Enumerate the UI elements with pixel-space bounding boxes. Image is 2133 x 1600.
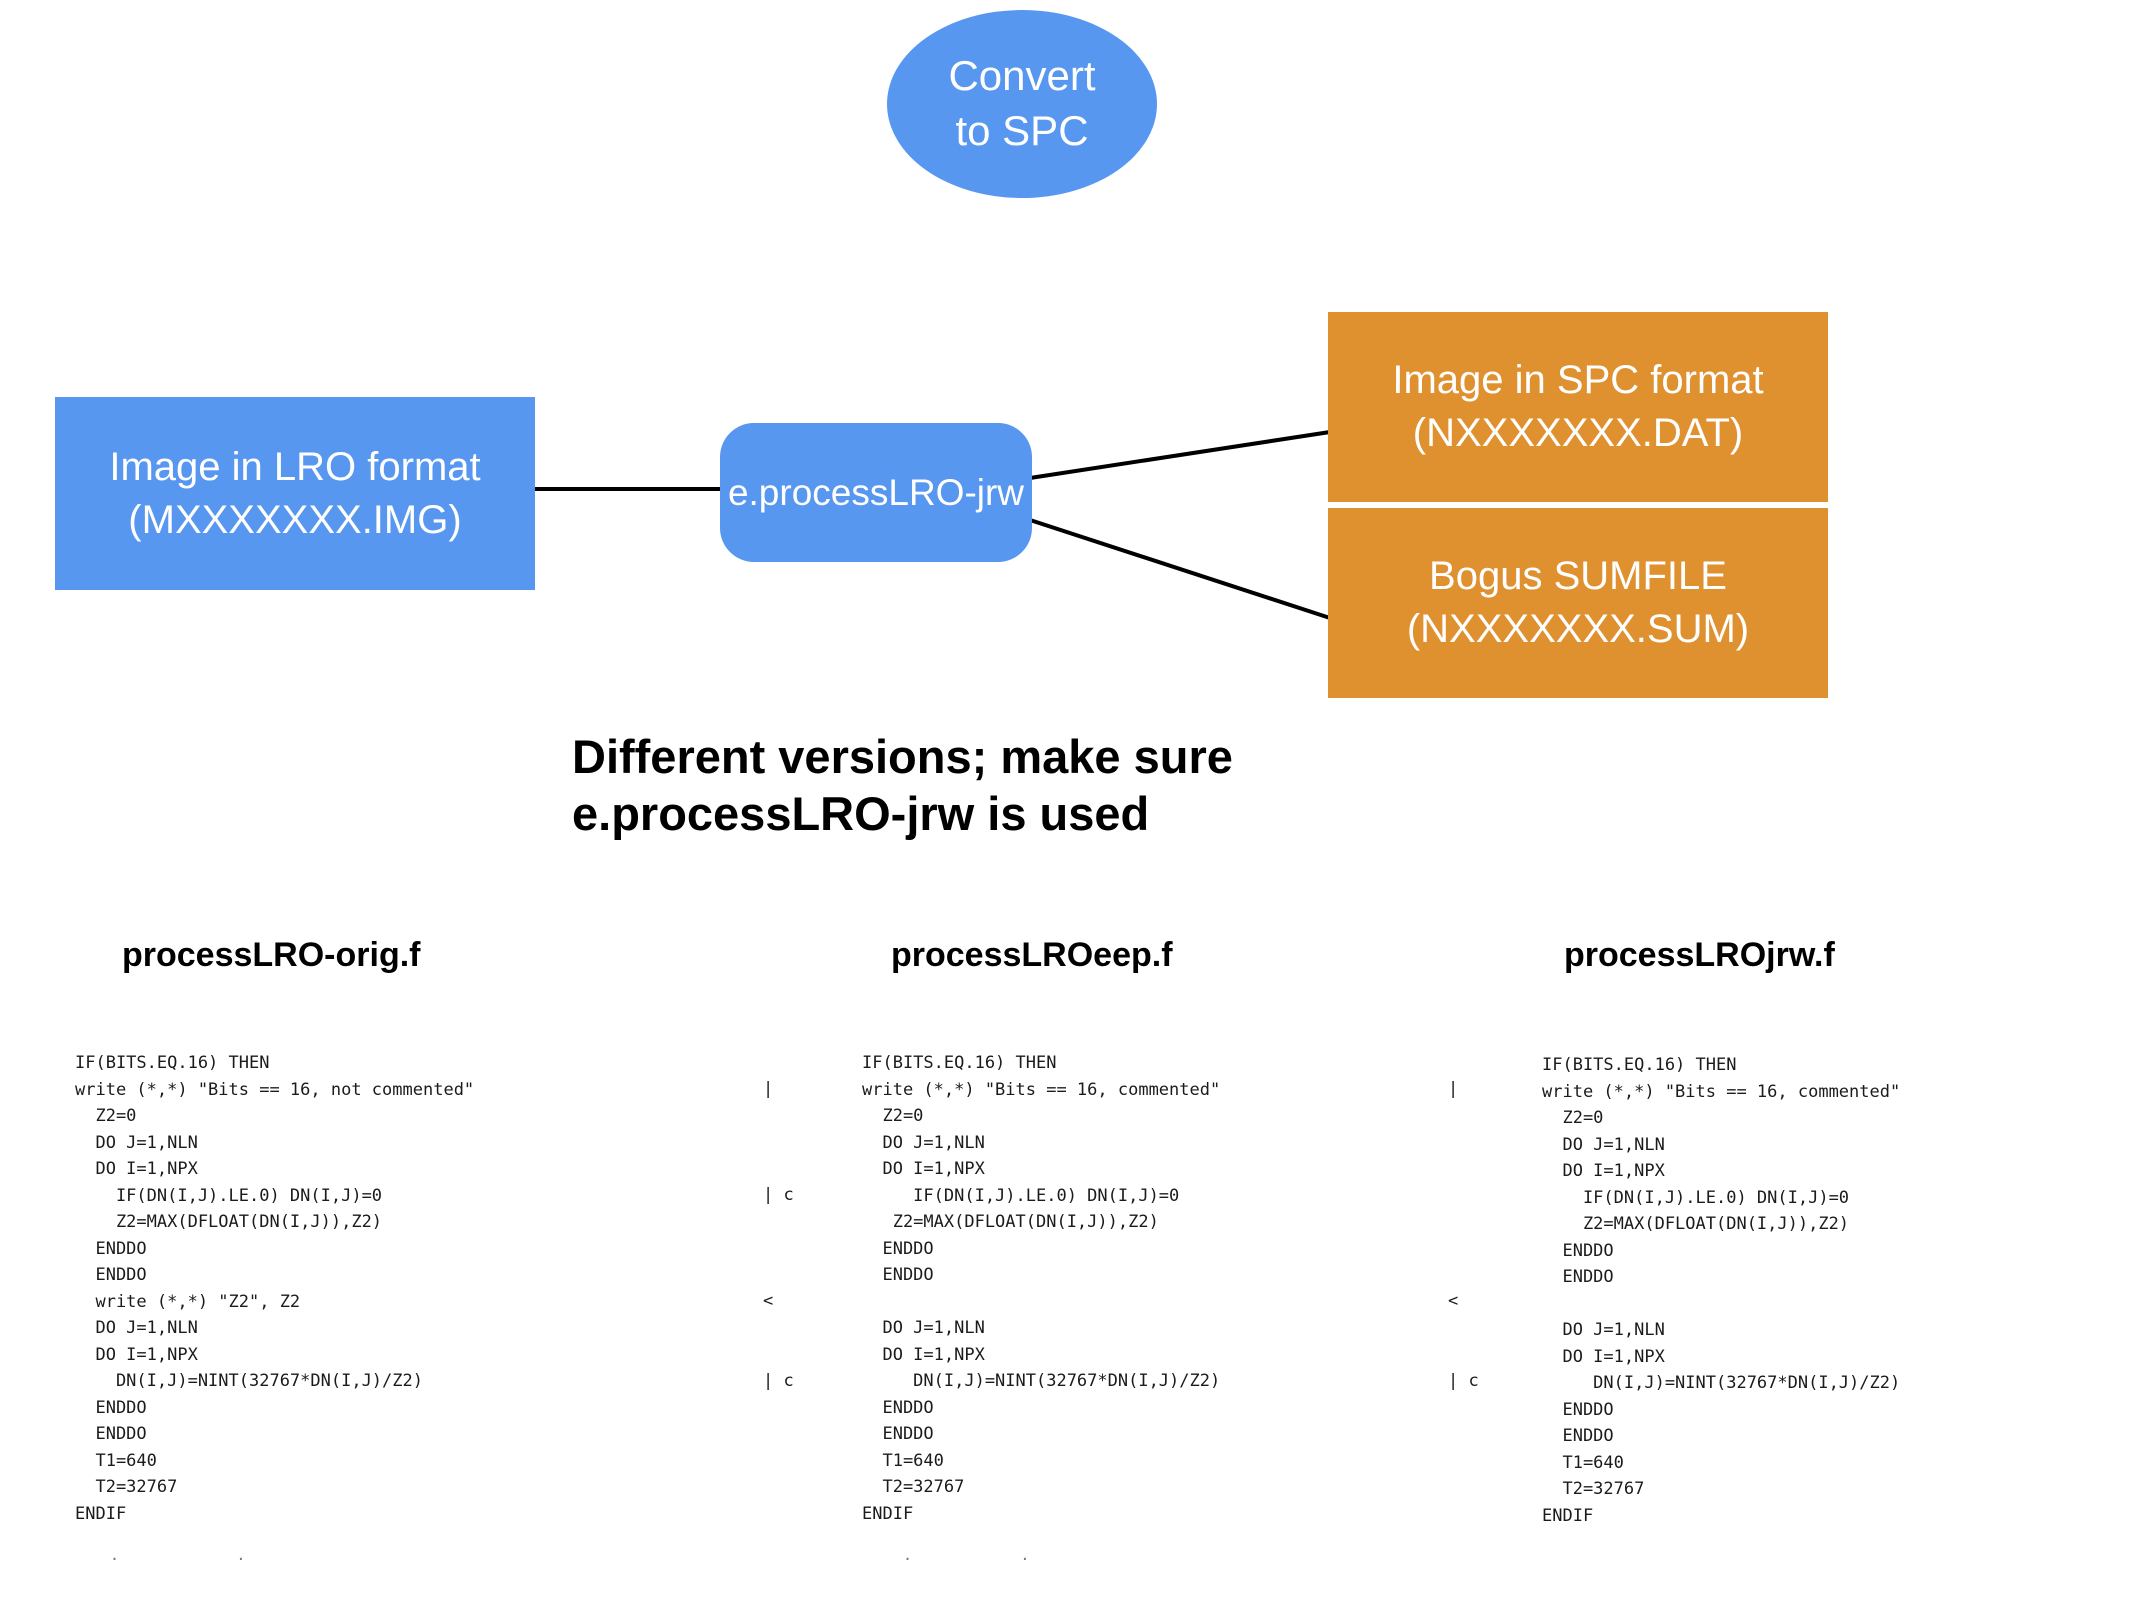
lro-image-node: Image in LRO format (MXXXXXXX.IMG)	[55, 397, 535, 590]
panel-title-orig: processLRO-orig.f	[122, 936, 421, 974]
footer-dots: . .	[903, 1546, 1030, 1564]
sum-file-node: Bogus SUMFILE (NXXXXXXX.SUM)	[1328, 508, 1828, 698]
diff-marker: <	[763, 1291, 774, 1311]
diff-marker: | c	[1448, 1371, 1479, 1391]
code-listing-orig: IF(BITS.EQ.16) THEN write (*,*) "Bits ==…	[75, 1053, 475, 1524]
lro-image-label: Image in LRO format (MXXXXXXX.IMG)	[109, 444, 481, 542]
version-note: Different versions; make sure e.processL…	[572, 730, 1233, 841]
code-listing-eep: IF(BITS.EQ.16) THEN write (*,*) "Bits ==…	[862, 1053, 1221, 1524]
footer-dots: . .	[110, 1546, 246, 1564]
convert-to-spc-node: Convert to SPC	[887, 10, 1157, 198]
code-listing-jrw: IF(BITS.EQ.16) THEN write (*,*) "Bits ==…	[1542, 1055, 1901, 1526]
diff-marker: |	[1448, 1079, 1459, 1099]
spc-image-label: Image in SPC format (NXXXXXXX.DAT)	[1392, 358, 1764, 455]
panel-title-jrw: processLROjrw.f	[1564, 936, 1835, 974]
convert-to-spc-label: Convert to SPC	[948, 52, 1096, 154]
connector-process-to-spc	[1029, 430, 1331, 480]
process-node-label: e.processLRO-jrw	[727, 471, 1025, 513]
spc-image-node: Image in SPC format (NXXXXXXX.DAT)	[1328, 312, 1828, 502]
connector-process-to-sumfile	[1029, 518, 1331, 620]
process-node: e.processLRO-jrw	[720, 423, 1032, 562]
diff-marker: | c	[763, 1185, 794, 1205]
sum-file-label: Bogus SUMFILE (NXXXXXXX.SUM)	[1406, 554, 1750, 651]
diff-marker: |	[763, 1079, 774, 1099]
panel-title-eep: processLROeep.f	[891, 936, 1173, 974]
diff-marker: <	[1448, 1291, 1459, 1311]
diff-marker: | c	[763, 1371, 794, 1391]
